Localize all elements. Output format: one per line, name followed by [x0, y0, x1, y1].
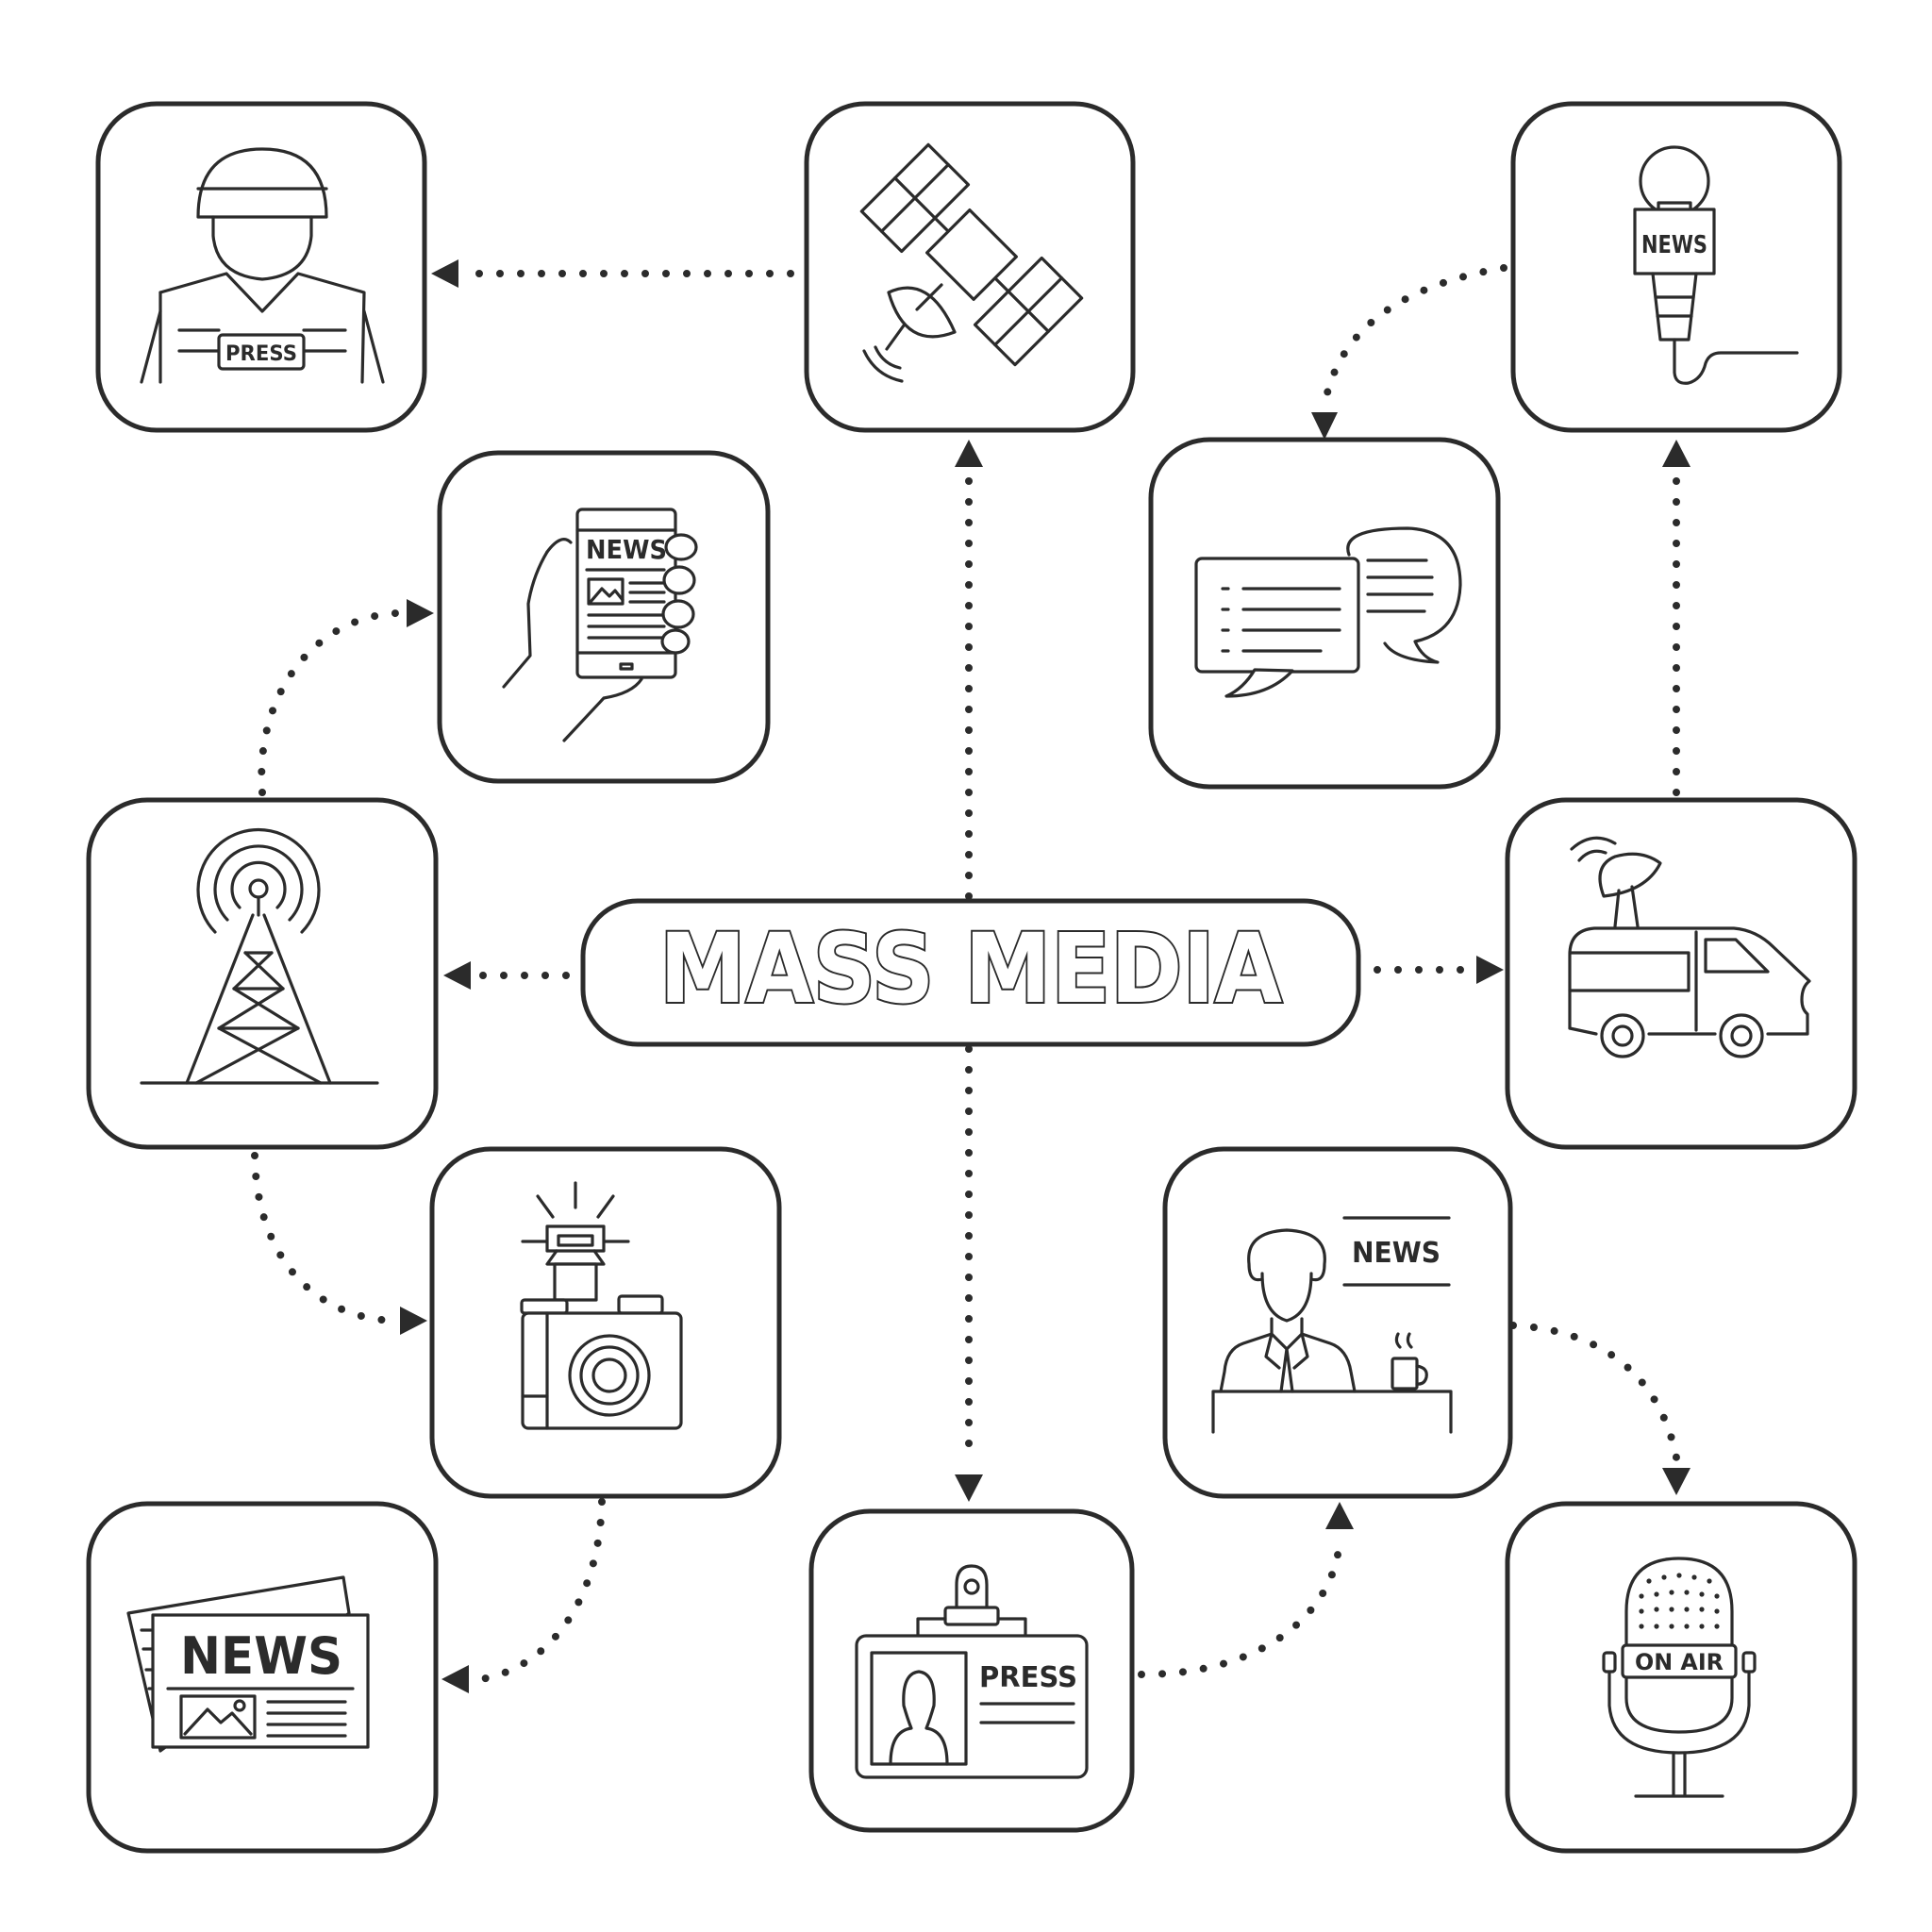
- arrow-satellite: [955, 440, 983, 467]
- node-press-badge[interactable]: PRESS: [808, 1508, 1135, 1833]
- node-news-van[interactable]: [1505, 797, 1857, 1150]
- press-badge-icon: PRESS: [855, 1564, 1089, 1779]
- connector-tower-to-camera: [251, 1152, 395, 1324]
- phone-news-label: NEWS: [586, 534, 667, 565]
- arrow-news-anchor: [1325, 1502, 1354, 1529]
- node-war-correspondent[interactable]: PRESS: [95, 101, 427, 433]
- press-badge-label: PRESS: [979, 1661, 1077, 1694]
- connectors: [251, 259, 1690, 1693]
- satellite-icon: [859, 142, 1084, 383]
- node-news-microphone[interactable]: NEWS: [1510, 101, 1842, 433]
- node-newspaper[interactable]: NEWS: [86, 1501, 439, 1854]
- newspaper-icon: NEWS: [126, 1575, 370, 1753]
- node-photo-camera[interactable]: [429, 1146, 782, 1499]
- on-air-label: ON AIR: [1635, 1649, 1724, 1675]
- connector-microphone-to-chat: [1321, 264, 1507, 409]
- on-air-microphone-icon: ON AIR: [1602, 1557, 1757, 1798]
- node-satellite[interactable]: [804, 101, 1136, 433]
- arrow-chat: [1311, 412, 1338, 440]
- arrow-news-van: [1476, 956, 1504, 984]
- photo-camera-icon: [520, 1181, 683, 1430]
- press-vest-label: PRESS: [225, 342, 297, 366]
- node-on-air-microphone[interactable]: ON AIR: [1505, 1501, 1857, 1854]
- anchor-news-label: NEWS: [1352, 1237, 1441, 1270]
- radio-tower-icon: [140, 827, 379, 1085]
- diagram-title: MASS MEDIA: [659, 913, 1282, 1025]
- chat-bubbles-icon: [1194, 526, 1462, 698]
- arrow-newspaper: [441, 1665, 469, 1693]
- connector-anchor-to-on-air: [1509, 1322, 1680, 1461]
- node-news-anchor[interactable]: NEWS: [1162, 1146, 1513, 1499]
- mic-news-label: NEWS: [1641, 231, 1707, 259]
- title-node[interactable]: MASS MEDIA: [580, 898, 1361, 1047]
- node-mobile-news[interactable]: NEWS: [437, 450, 771, 784]
- connector-press-badge-to-anchor: [1138, 1534, 1343, 1678]
- node-chat[interactable]: [1148, 437, 1501, 790]
- news-van-icon: [1568, 836, 1811, 1058]
- arrow-news-microphone: [1662, 440, 1690, 467]
- arrow-radio-tower: [443, 961, 471, 990]
- arrow-photo-camera: [400, 1307, 427, 1335]
- arrow-press-badge: [955, 1474, 983, 1502]
- connector-tower-to-mobile: [258, 609, 400, 796]
- newspaper-news-label: NEWS: [180, 1626, 342, 1686]
- arrow-mobile-news: [407, 599, 434, 627]
- mobile-news-icon: NEWS: [502, 508, 698, 742]
- news-microphone-icon: NEWS: [1633, 145, 1799, 385]
- news-anchor-icon: NEWS: [1211, 1216, 1453, 1434]
- node-radio-tower[interactable]: [86, 797, 439, 1150]
- arrow-on-air-microphone: [1662, 1468, 1690, 1495]
- arrow-war-correspondent: [431, 259, 458, 288]
- war-correspondent-icon: PRESS: [140, 147, 385, 384]
- connector-camera-to-newspaper: [477, 1498, 606, 1683]
